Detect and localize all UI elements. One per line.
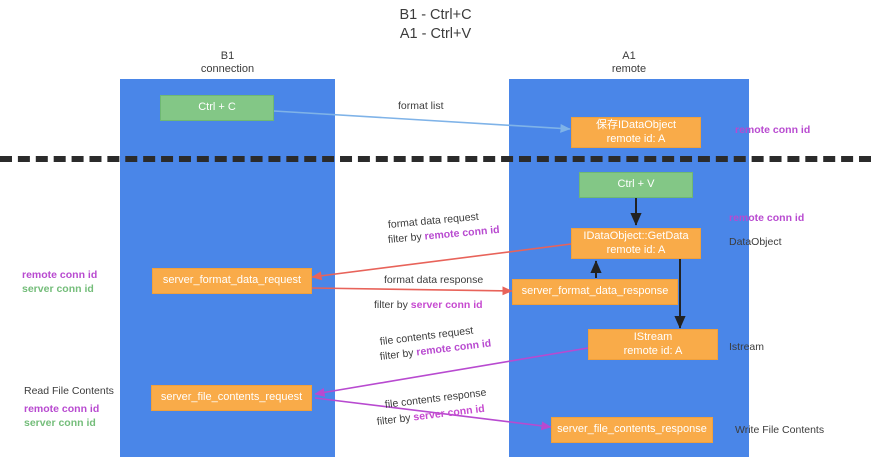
column-header-a1-line2: remote	[611, 63, 647, 75]
flow-label-format-list-text: format list	[398, 100, 444, 112]
node-server-file-contents-request[interactable]: server_file_contents_request	[151, 385, 312, 411]
node-server-file-contents-request-label: server_file_contents_request	[160, 391, 303, 404]
annotation-left-keys-mid: remote conn id server conn id	[22, 268, 97, 296]
flow-label-file-contents-response: file contents response filter by server …	[376, 387, 487, 429]
column-header-b1: B1 connection	[120, 50, 335, 76]
node-server-file-contents-response[interactable]: server_file_contents_response	[551, 417, 713, 443]
column-header-b1-line2: connection	[200, 63, 255, 75]
node-ctrl-c-label: Ctrl + C	[198, 101, 236, 114]
flow-label-format-list: format list	[398, 100, 444, 113]
node-server-file-contents-response-label: server_file_contents_response	[557, 423, 707, 436]
annotation-remote-conn-id-mid-text: remote conn id	[729, 212, 805, 224]
flow-label-format-data-response: format data response filter by server co…	[374, 274, 484, 312]
node-set-dataobject-line2: remote id: A	[606, 132, 666, 145]
flow-label-format-data-response-line2: filter by server conn id	[374, 299, 483, 312]
phase-divider	[0, 156, 871, 162]
column-header-a1-line1: A1	[622, 50, 636, 62]
diagram-title: B1 - Ctrl+C A1 - Ctrl+V	[0, 6, 871, 44]
node-ctrl-c[interactable]: Ctrl + C	[160, 95, 274, 121]
flow-label-file-contents-request: file contents request filter by remote c…	[379, 325, 492, 364]
annotation-write-file-contents: Write File Contents	[735, 424, 824, 437]
flow-label-format-data-response-prefix: filter by	[374, 299, 411, 311]
annotation-remote-conn-id-mid: remote conn id	[729, 211, 804, 225]
flow-label-format-data-request: format data request filter by remote con…	[387, 211, 500, 247]
node-istream-line1: IStream	[633, 331, 673, 343]
flow-label-file-contents-request-prefix: filter by	[379, 346, 418, 363]
annotation-left-keys-bottom-remote: remote conn id	[24, 403, 100, 415]
node-server-format-data-request[interactable]: server_format_data_request	[152, 268, 312, 294]
node-set-dataobject[interactable]: 保存IDataObject remote id: A	[571, 117, 701, 148]
flow-label-format-data-response-key: server conn id	[410, 299, 483, 311]
annotation-left-keys-bottom-server: server conn id	[24, 417, 96, 429]
annotation-remote-conn-id-top: remote conn id	[735, 123, 810, 137]
annotation-remote-conn-id-top-text: remote conn id	[735, 124, 811, 136]
title-line-2: A1 - Ctrl+V	[399, 26, 472, 42]
flow-label-format-data-response-line1: format data response	[384, 274, 484, 286]
node-server-format-data-response[interactable]: server_format_data_response	[512, 279, 678, 305]
node-set-dataobject-line1: 保存IDataObject	[595, 119, 677, 131]
annotation-read-file-contents: Read File Contents	[24, 385, 114, 398]
annotation-dataobject: DataObject	[729, 236, 782, 249]
node-ctrl-v-label: Ctrl + V	[617, 178, 655, 191]
node-idataobject-getdata-line1: IDataObject::GetData	[583, 230, 689, 242]
title-line-1: B1 - Ctrl+C	[399, 7, 472, 23]
annotation-left-keys-bottom: remote conn id server conn id	[24, 402, 99, 430]
annotation-istream: Istream	[729, 341, 764, 354]
node-idataobject-getdata-line2: remote id: A	[606, 243, 666, 256]
column-header-a1: A1 remote	[509, 50, 749, 76]
annotation-write-file-contents-text: Write File Contents	[735, 424, 825, 436]
node-idataobject-getdata[interactable]: IDataObject::GetData remote id: A	[571, 228, 701, 259]
annotation-left-keys-mid-remote: remote conn id	[22, 269, 98, 281]
annotation-read-file-contents-text: Read File Contents	[24, 385, 114, 397]
column-header-b1-line1: B1	[220, 50, 235, 62]
node-istream[interactable]: IStream remote id: A	[588, 329, 718, 360]
node-ctrl-v[interactable]: Ctrl + V	[579, 172, 693, 198]
node-server-format-data-request-label: server_format_data_request	[162, 274, 302, 287]
node-server-format-data-response-label: server_format_data_response	[521, 285, 669, 298]
annotation-istream-text: Istream	[729, 341, 765, 353]
flow-label-format-data-request-prefix: filter by	[387, 230, 426, 246]
annotation-left-keys-mid-server: server conn id	[22, 283, 94, 295]
annotation-dataobject-text: DataObject	[729, 236, 782, 248]
node-istream-line2: remote id: A	[623, 344, 683, 357]
